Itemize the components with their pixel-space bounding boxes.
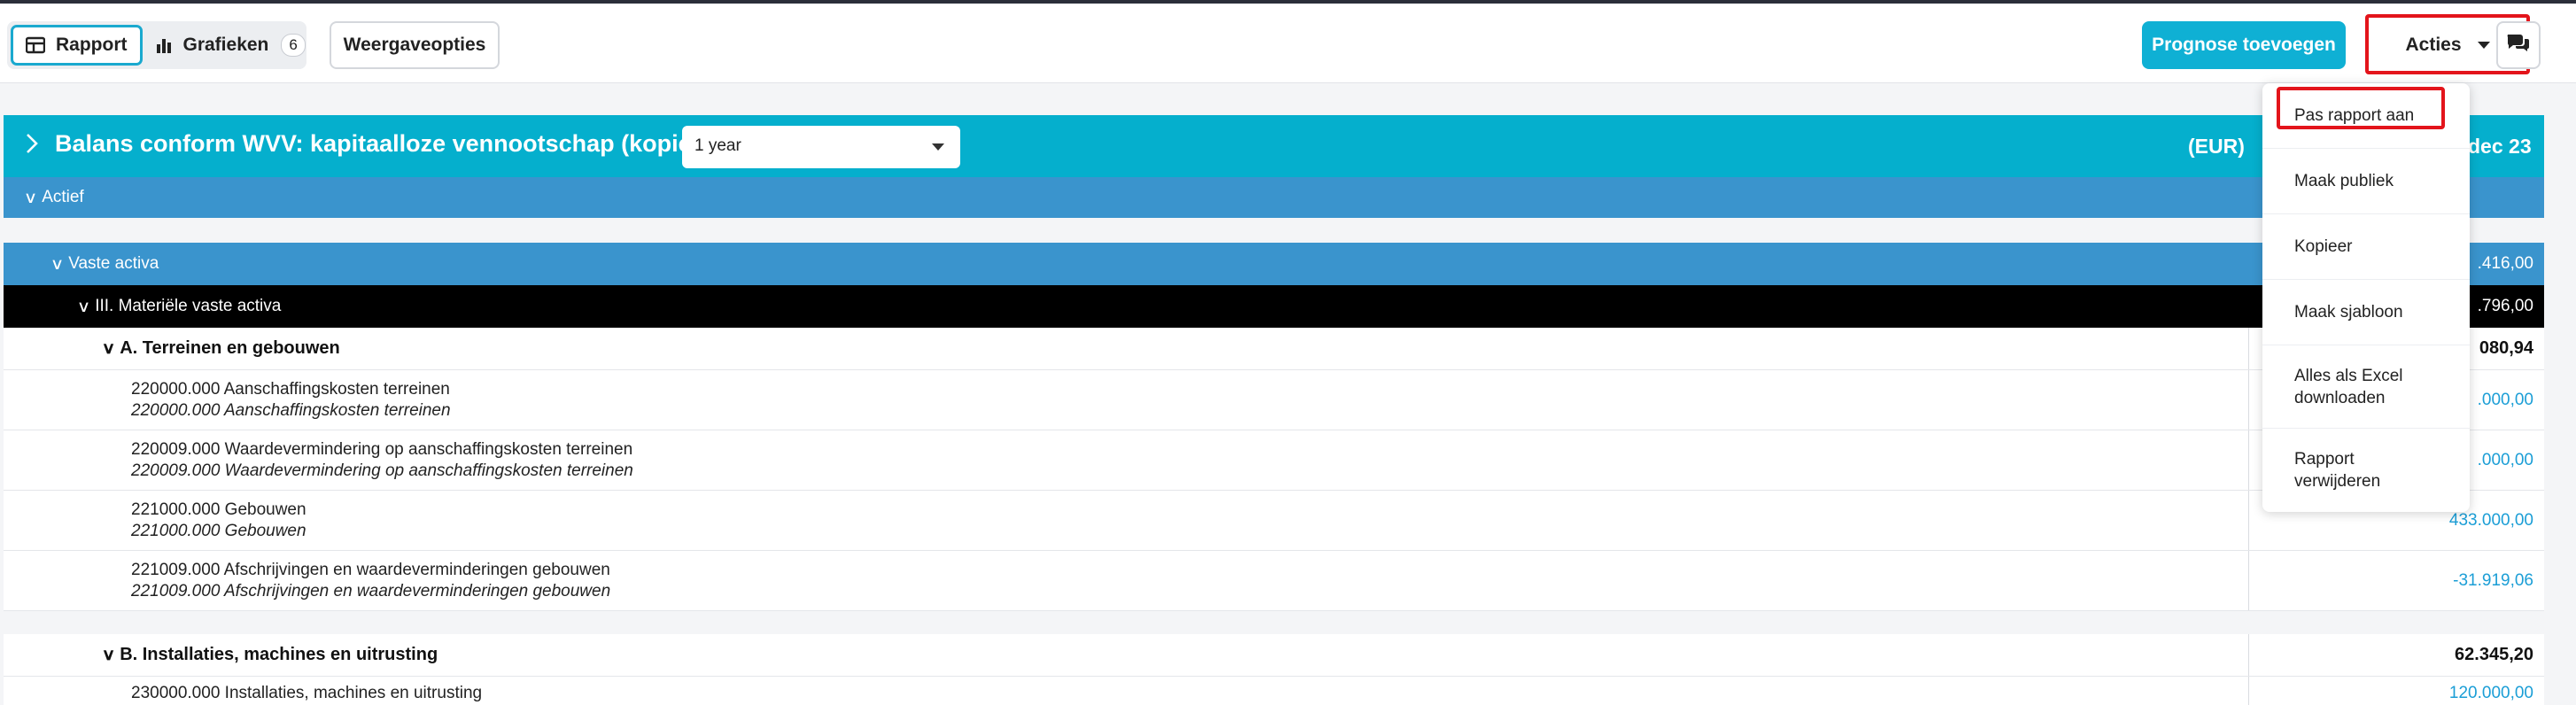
chevron-down-icon: ∨: [50, 254, 65, 273]
currency-label: (EUR): [2188, 135, 2245, 158]
row-terreinen[interactable]: ∨A. Terreinen en gebouwen 080,94: [4, 328, 2544, 370]
tab-grafieken-label: Grafieken: [182, 35, 269, 55]
menu-item-label: Maak publiek: [2294, 172, 2394, 190]
period-value: 1 year: [694, 136, 741, 155]
weergaveopties-label: Weergaveopties: [343, 35, 486, 55]
menu-item-label: Alles als Excel downloaden: [2294, 366, 2403, 407]
chat-button[interactable]: [2496, 21, 2541, 69]
bar-chart-icon: [155, 36, 173, 54]
row-installaties-value: 62.345,20: [2455, 645, 2533, 664]
account-subtitle: 221000.000 Gebouwen: [131, 521, 306, 540]
table-icon: [26, 36, 45, 54]
account-label: 221009.000 Afschrijvingen en waardevermi…: [131, 551, 610, 610]
account-subtitle: 220009.000 Waardevermindering op aanscha…: [131, 461, 633, 480]
account-code: 221000.000 Gebouwen: [131, 500, 306, 519]
account-code: 220000.000 Aanschaffingskosten terreinen: [131, 379, 450, 399]
account-row[interactable]: 220000.000 Aanschaffingskosten terreinen…: [4, 370, 2544, 430]
row-materiele-vaste-activa[interactable]: ∨III. Materiële vaste activa .796,00: [4, 285, 2544, 328]
chevron-down-icon: [932, 143, 944, 151]
period-select[interactable]: 1 year: [682, 126, 960, 168]
row-vaste-value: .416,00: [2477, 254, 2533, 273]
vaste-text: Vaste activa: [68, 254, 159, 273]
row-terreinen-value: 080,94: [2479, 338, 2533, 358]
row-installaties[interactable]: ∨B. Installaties, machines en uitrusting…: [4, 634, 2544, 677]
prognose-label: Prognose toevoegen: [2152, 35, 2336, 55]
account-label: 230000.000 Installaties, machines en uit…: [131, 677, 482, 705]
actief-text: Actief: [42, 188, 84, 206]
menu-item-excel-downloaden[interactable]: Alles als Excel downloaden: [2262, 345, 2470, 429]
account-label: 221000.000 Gebouwen 221000.000 Gebouwen: [131, 491, 306, 550]
column-divider: [2248, 491, 2249, 550]
report-panel: Balans conform WVV: kapitaalloze vennoot…: [4, 115, 2544, 705]
row-terreinen-label: ∨A. Terreinen en gebouwen: [101, 328, 340, 369]
row-mat-value: .796,00: [2477, 297, 2533, 315]
menu-item-label: Kopieer: [2294, 237, 2353, 256]
account-label: 220000.000 Aanschaffingskosten terreinen…: [131, 370, 451, 430]
chevron-down-icon: ∨: [76, 297, 91, 315]
chevron-down-icon: ∨: [101, 339, 116, 357]
account-code: 220009.000 Waardevermindering op aanscha…: [131, 439, 633, 459]
row-actief[interactable]: ∨Actief: [4, 177, 2544, 218]
report-title: Balans conform WVV: kapitaalloze vennoot…: [55, 130, 700, 157]
tab-rapport[interactable]: Rapport: [11, 25, 143, 66]
account-row[interactable]: 221000.000 Gebouwen 221000.000 Gebouwen …: [4, 491, 2544, 551]
weergaveopties-button[interactable]: Weergaveopties: [330, 21, 500, 69]
row-installaties-label: ∨B. Installaties, machines en uitrusting: [101, 634, 438, 676]
mat-text: III. Materiële vaste activa: [95, 297, 282, 315]
chevron-down-icon: ∨: [23, 188, 38, 206]
column-divider: [2248, 430, 2249, 490]
menu-item-maak-publiek[interactable]: Maak publiek: [2262, 149, 2470, 214]
column-divider: [2248, 634, 2249, 676]
account-row[interactable]: 230000.000 Installaties, machines en uit…: [4, 677, 2544, 705]
report-header: Balans conform WVV: kapitaalloze vennoot…: [4, 115, 2544, 177]
column-divider: [2248, 370, 2249, 430]
account-value[interactable]: -31.919,06: [2453, 570, 2533, 590]
menu-item-kopieer[interactable]: Kopieer: [2262, 214, 2470, 280]
menu-item-label: Maak sjabloon: [2294, 303, 2403, 322]
account-label: 220009.000 Waardevermindering op aanscha…: [131, 430, 633, 490]
row-vaste-label: ∨Vaste activa: [50, 243, 159, 285]
date-column-header: dec 23: [2468, 135, 2532, 158]
row-gap: [4, 218, 2544, 243]
view-switcher: Rapport Grafieken 6: [7, 21, 306, 69]
account-subtitle: 220000.000 Aanschaffingskosten terreinen: [131, 400, 451, 420]
account-subtitle: 221009.000 Afschrijvingen en waardevermi…: [131, 581, 611, 600]
chat-icon: [2506, 32, 2531, 58]
chevron-down-icon: ∨: [101, 646, 116, 663]
column-divider: [2248, 551, 2249, 610]
prognose-toevoegen-button[interactable]: Prognose toevoegen: [2142, 21, 2346, 69]
chevron-down-icon: [2477, 42, 2490, 49]
account-row[interactable]: 221009.000 Afschrijvingen en waardevermi…: [4, 551, 2544, 611]
menu-item-pas-rapport-aan[interactable]: Pas rapport aan: [2262, 83, 2470, 149]
installaties-text: B. Installaties, machines en uitrusting: [120, 645, 438, 664]
grafieken-count-badge: 6: [281, 34, 306, 57]
row-mat-label: ∨III. Materiële vaste activa: [76, 285, 282, 328]
account-value[interactable]: 433.000,00: [2448, 510, 2533, 530]
account-value[interactable]: .000,00: [2477, 450, 2533, 469]
account-code: 221009.000 Afschrijvingen en waardevermi…: [131, 560, 610, 579]
account-value[interactable]: 120.000,00: [2448, 684, 2533, 702]
toolbar: Rapport Grafieken 6 Weergaveopties Progn…: [0, 4, 2576, 83]
chevron-right-icon[interactable]: [25, 132, 39, 161]
row-gap: [4, 611, 2544, 634]
account-value[interactable]: .000,00: [2477, 390, 2533, 409]
row-actief-label: ∨Actief: [23, 177, 84, 218]
column-divider: [2248, 677, 2249, 705]
top-bar-line: [0, 0, 2576, 4]
acties-label: Acties: [2405, 35, 2462, 55]
tab-grafieken[interactable]: Grafieken 6: [143, 25, 318, 66]
menu-item-maak-sjabloon[interactable]: Maak sjabloon: [2262, 280, 2470, 345]
acties-dropdown-menu: Pas rapport aan Maak publiek Kopieer Maa…: [2262, 83, 2470, 512]
menu-item-label: Rapport verwijderen: [2294, 450, 2381, 491]
menu-item-rapport-verwijderen[interactable]: Rapport verwijderen: [2262, 429, 2470, 512]
account-row[interactable]: 220009.000 Waardevermindering op aanscha…: [4, 430, 2544, 491]
terreinen-text: A. Terreinen en gebouwen: [120, 338, 340, 358]
menu-item-label: Pas rapport aan: [2294, 106, 2415, 125]
column-divider: [2248, 328, 2249, 369]
tab-rapport-label: Rapport: [56, 35, 128, 55]
row-vaste-activa[interactable]: ∨Vaste activa .416,00: [4, 243, 2544, 285]
account-code: 230000.000 Installaties, machines en uit…: [131, 684, 483, 702]
